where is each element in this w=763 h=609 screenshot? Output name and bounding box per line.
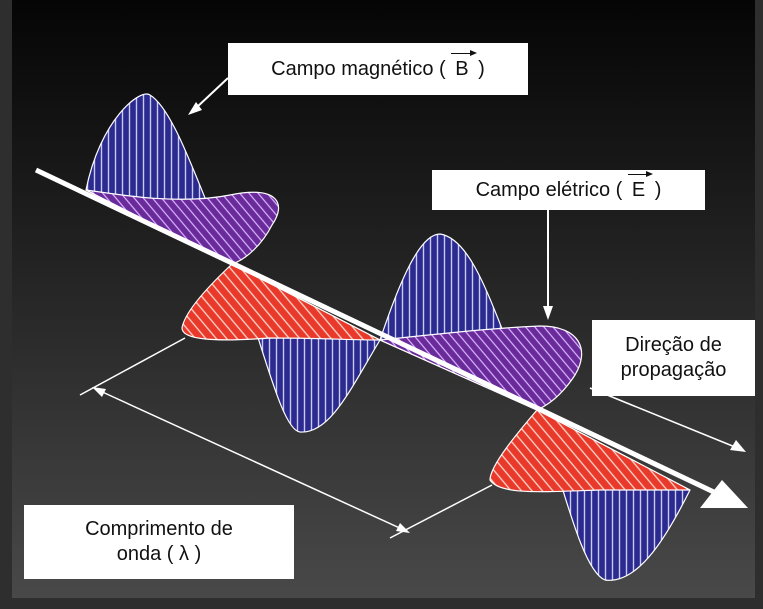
magnetic-pointer-head: [188, 102, 202, 115]
electric-lobe-4: [489, 409, 691, 493]
wavelength-line-2: onda ( λ ): [116, 543, 202, 565]
electric-lobe-1: [85, 189, 280, 265]
wavelength-arrowhead-left: [92, 387, 106, 397]
magnetic-field-suffix: ): [472, 57, 485, 80]
electric-vector-symbol: E: [627, 170, 654, 203]
bottom-border: [0, 598, 763, 609]
wavelength-label: Comprimento de onda ( λ ): [24, 505, 294, 579]
propagation-line-1: Direção de: [625, 334, 722, 356]
propagation-line-2: propagação: [620, 359, 727, 381]
electric-pointer-head: [543, 306, 553, 320]
right-border: [755, 0, 763, 609]
wavelength-arrowhead-right: [396, 523, 410, 533]
wavelength-line-1: Comprimento de: [85, 518, 233, 540]
magnetic-pointer: [195, 77, 229, 109]
electric-lobe-2: [181, 263, 381, 341]
electric-field-label: Campo elétrico ( E ): [432, 170, 705, 210]
left-border: [0, 0, 12, 609]
electric-field-prefix: Campo elétrico (: [475, 178, 628, 201]
wavelength-dimension-line: [97, 389, 405, 531]
magnetic-field-line: Campo magnético ( B ): [271, 49, 485, 82]
wavelength-ext-left: [79, 337, 186, 396]
propagation-axis: [34, 167, 720, 497]
direction-arrowhead: [730, 440, 746, 452]
wavelength-ext-right: [389, 484, 493, 539]
electric-field-suffix: ): [649, 178, 662, 201]
magnetic-field-prefix: Campo magnético (: [271, 57, 452, 80]
propagation-direction-label: Direção de propagação: [592, 320, 755, 396]
propagation-arrowhead: [700, 480, 748, 508]
electric-field-line: Campo elétrico ( E ): [475, 170, 662, 203]
magnetic-vector-symbol: B: [451, 49, 478, 82]
electric-lobe-3: [377, 325, 583, 411]
direction-arrow: [589, 387, 736, 448]
magnetic-field-label: Campo magnético ( B ): [228, 43, 528, 95]
